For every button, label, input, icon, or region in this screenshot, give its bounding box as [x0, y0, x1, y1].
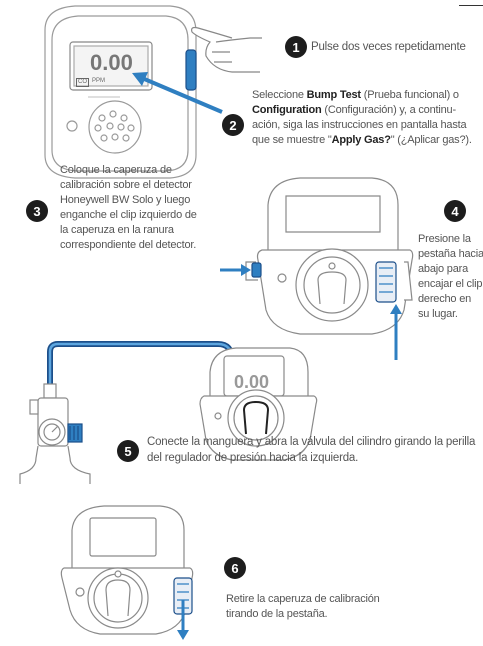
step4-text: Presione la pestaña hacia abajo para enc…: [418, 233, 483, 320]
page-corner-mark: [459, 0, 483, 6]
hose-illustration: [47, 341, 235, 391]
step6-text: Retire la caperuza de calibración tirand…: [226, 593, 380, 620]
step2-arrow: [132, 72, 223, 114]
device-unit-right: PPM: [92, 78, 106, 84]
step2-text: Seleccione Bump Test (Prueba funcional) …: [252, 89, 472, 146]
cylinder-regulator-illustration: [19, 383, 91, 484]
svg-text:0.00: 0.00: [234, 372, 269, 392]
cap-detector-illustration: [245, 177, 414, 335]
detector-front-illustration: [44, 5, 197, 179]
cap-removal-illustration: [60, 505, 194, 635]
step3-text: Coloque la caperuza de calibración sobre…: [60, 164, 197, 251]
step1-text: Pulse dos veces repetidamente: [311, 41, 466, 53]
step3-badge: 3: [26, 200, 48, 222]
step5-text: Conecte la manguera y abra la válvula de…: [147, 436, 476, 464]
step6-badge: 6: [224, 557, 246, 579]
finger-pointer-illustration: [191, 26, 262, 73]
device-unit-left: CO: [76, 78, 89, 87]
step5-badge: 5: [117, 440, 139, 462]
step1-badge: 1: [285, 36, 307, 58]
step4-arrows: [220, 264, 402, 360]
step6-arrow: [177, 600, 189, 640]
step4-badge: 4: [444, 200, 466, 222]
device-reading: 0.00: [90, 50, 133, 75]
cap-connected-illustration: [199, 347, 318, 461]
step2-badge: 2: [222, 114, 244, 136]
